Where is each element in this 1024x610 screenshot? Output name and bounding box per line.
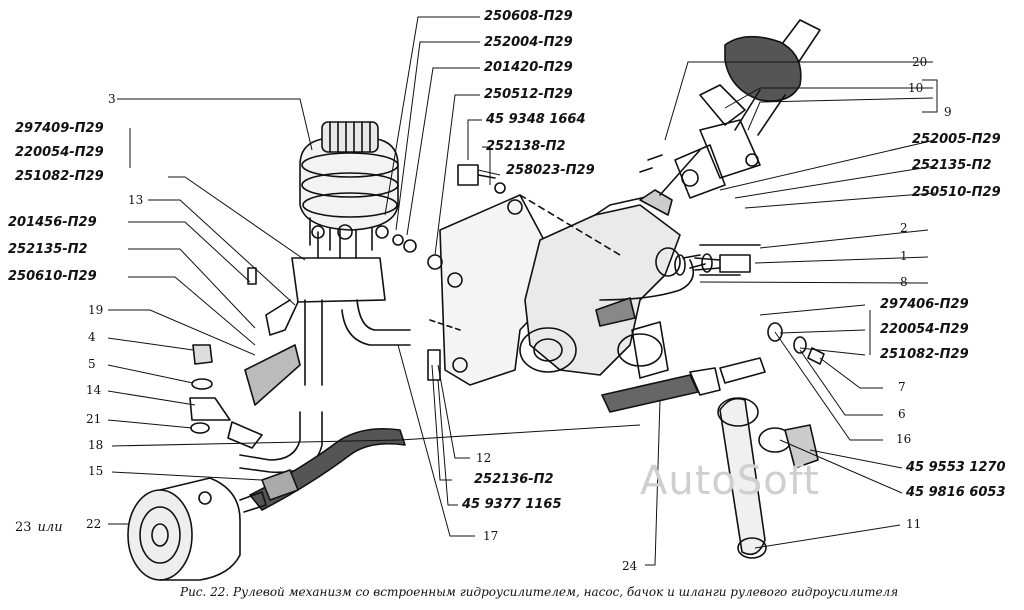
callout-4: 4 — [88, 330, 96, 344]
pitman-arm-drawing — [717, 397, 819, 559]
part-number-251082-left: 251082-П29 — [15, 169, 104, 184]
callout-13: 13 — [128, 193, 144, 207]
alternative-part-note: 23 или — [15, 520, 63, 535]
fittings-drawing — [189, 344, 263, 449]
part-number-45-9377-1165: 45 9377 1165 — [462, 497, 562, 512]
callout-3: 3 — [108, 92, 116, 106]
callout-24: 24 — [622, 559, 638, 573]
callout-9: 9 — [944, 105, 952, 119]
callout-22: 22 — [86, 517, 102, 531]
part-number-250510: 250510-П29 — [912, 185, 1001, 200]
part-number-252135-right: 252135-П2 — [912, 158, 992, 173]
pump-drawing — [127, 469, 299, 581]
part-number-250610: 250610-П29 — [8, 269, 97, 284]
watermark: AutoSoft — [640, 458, 820, 504]
part-number-252135-left: 252135-П2 — [8, 242, 88, 257]
part-number-297409: 297409-П29 — [15, 121, 104, 136]
callout-17: 17 — [483, 529, 499, 543]
part-number-220054-left: 220054-П29 — [15, 145, 104, 160]
part-number-252005: 252005-П29 — [912, 132, 1001, 147]
callout-11: 11 — [906, 517, 922, 531]
part-number-250608: 250608-П29 — [484, 9, 573, 24]
callout-5: 5 — [88, 357, 96, 371]
part-number-45-9348-1664: 45 9348 1664 — [486, 112, 586, 127]
leader-lines — [107, 16, 938, 566]
part-number-297406: 297406-П29 — [880, 297, 969, 312]
reservoir-drawing — [299, 121, 399, 251]
callout-2: 2 — [900, 221, 908, 235]
callout-19: 19 — [88, 303, 104, 317]
alternative-word: или — [37, 520, 63, 535]
right-hose-drawing — [601, 322, 825, 413]
part-number-250512: 250512-П29 — [484, 87, 573, 102]
figure-caption: Рис. 22. Рулевой механизм со встроенным … — [180, 585, 899, 599]
callout-21: 21 — [86, 412, 102, 426]
part-number-220054-right: 220054-П29 — [880, 322, 969, 337]
bolt-drawing — [694, 254, 751, 273]
part-number-201420: 201420-П29 — [484, 60, 573, 75]
callout-23: 23 — [15, 520, 32, 535]
part-number-252138: 252138-П2 — [486, 139, 566, 154]
callout-15: 15 — [88, 464, 104, 478]
callout-10: 10 — [908, 81, 924, 95]
callout-8: 8 — [900, 275, 908, 289]
part-number-258023: 258023-П29 — [506, 163, 595, 178]
callout-12: 12 — [476, 451, 492, 465]
part-number-201456: 201456-П29 — [8, 215, 97, 230]
part-number-252004: 252004-П29 — [484, 35, 573, 50]
callout-16: 16 — [896, 432, 912, 446]
part-number-45-9816-6053: 45 9816 6053 — [906, 485, 1006, 500]
short-hose-drawing — [244, 344, 301, 406]
bracket-drawing — [247, 224, 386, 336]
callout-20: 20 — [912, 55, 928, 69]
part-number-251082-right: 251082-П29 — [880, 347, 969, 362]
cardan-shaft-drawing — [639, 19, 821, 199]
callout-18: 18 — [88, 438, 104, 452]
callout-14: 14 — [86, 383, 102, 397]
callout-7: 7 — [898, 380, 906, 394]
callout-6: 6 — [898, 407, 906, 421]
callout-1: 1 — [900, 249, 908, 263]
gear-housing-drawing — [439, 149, 761, 386]
part-number-252136: 252136-П2 — [474, 472, 554, 487]
part-number-45-9553-1270: 45 9553 1270 — [906, 460, 1006, 475]
pressure-pipe-drawing — [595, 253, 713, 327]
